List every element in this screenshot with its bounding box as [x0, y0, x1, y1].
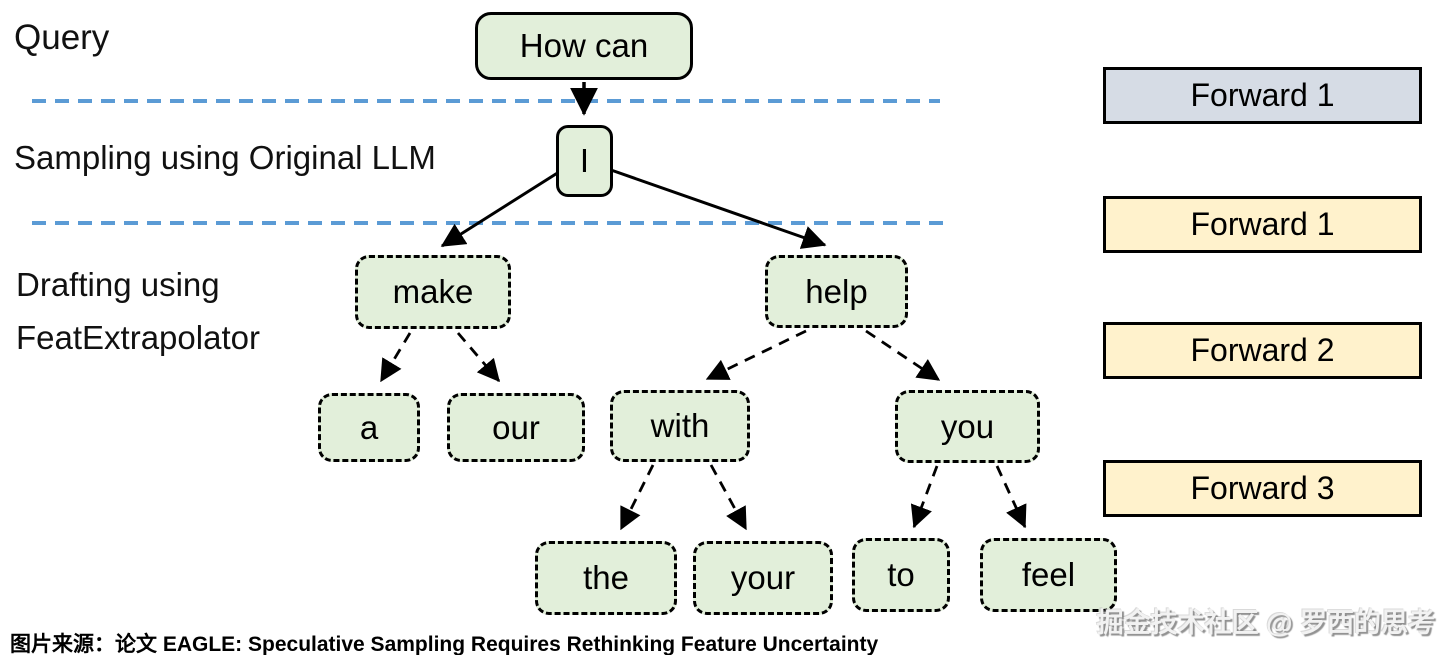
node-the: the	[535, 541, 677, 615]
forward-box-3: Forward 2	[1103, 322, 1422, 379]
node-with: with	[610, 390, 750, 462]
node-to: to	[852, 538, 950, 612]
edge-make-our	[456, 332, 501, 383]
node-help: help	[765, 255, 908, 328]
edge-with-the	[619, 464, 655, 531]
image-source-caption: 图片来源：论文 EAGLE: Speculative Sampling Requ…	[10, 633, 879, 655]
edge-help-with	[705, 329, 807, 381]
label-query: Query	[14, 18, 110, 57]
node-feel: feel	[980, 538, 1117, 612]
node-our: our	[447, 393, 585, 462]
node-your: your	[693, 541, 833, 615]
edge-you-feel	[995, 465, 1027, 529]
forward-box-1: Forward 1	[1103, 67, 1422, 124]
edge-i-make	[440, 170, 560, 248]
edge-make-a	[379, 332, 412, 383]
edge-with-your	[709, 464, 748, 531]
label-sampling-original-llm: Sampling using Original LLM	[14, 139, 436, 176]
forward-box-2: Forward 1	[1103, 196, 1422, 253]
node-you: you	[895, 390, 1040, 463]
node-make: make	[355, 255, 511, 329]
forward-box-4: Forward 3	[1103, 460, 1422, 517]
node-i: I	[556, 125, 613, 197]
edge-you-to	[910, 465, 939, 529]
edge-help-you	[865, 329, 941, 382]
community-watermark: 掘金技术社区 @ 罗西的思考	[1096, 608, 1435, 638]
node-a: a	[318, 393, 420, 462]
edge-i-help	[610, 168, 827, 249]
label-drafting-line2: FeatExtrapolator	[16, 319, 260, 356]
node-how-can: How can	[475, 12, 693, 80]
label-drafting-line1: Drafting using	[16, 266, 220, 303]
